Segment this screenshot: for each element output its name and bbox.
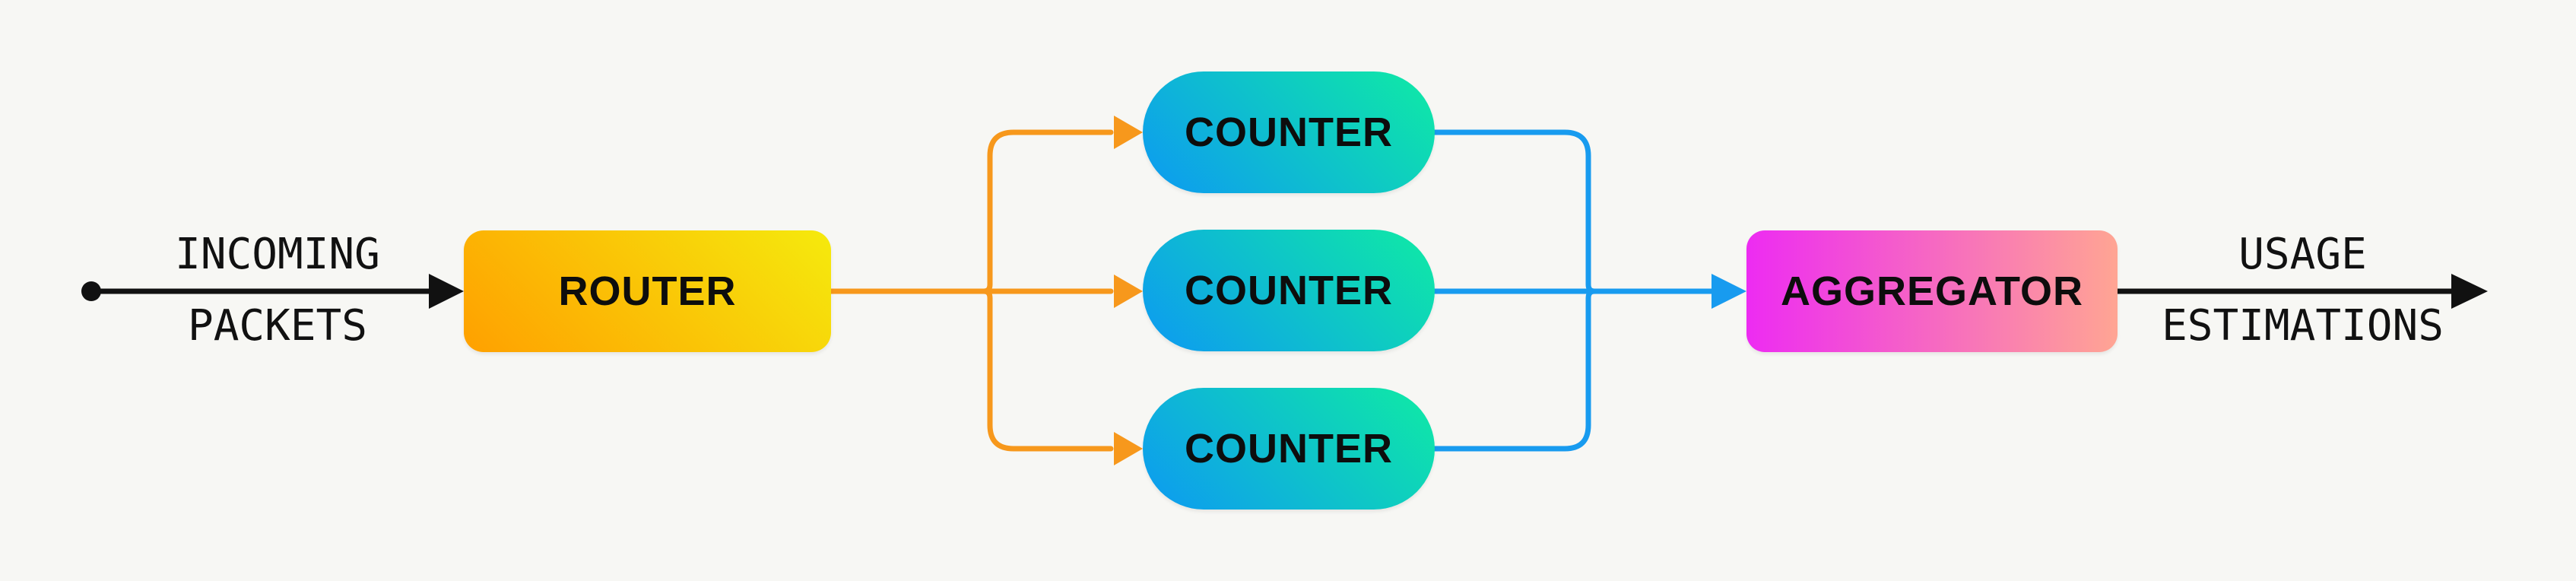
counter-node-top: COUNTER: [1143, 71, 1435, 193]
outgoing-arrowhead-icon: [2451, 274, 2488, 309]
aggregator-arrowhead-icon: [1712, 274, 1746, 309]
counter-bot-to-aggregator-line: [1432, 288, 1597, 452]
counter-mid-arrowhead-icon: [1114, 275, 1143, 308]
counter-bot-arrowhead-icon: [1114, 432, 1143, 465]
router-node-label: ROUTER: [558, 268, 737, 314]
incoming-packets-label-line2: PACKETS: [187, 301, 367, 351]
incoming-packets-label-line1: INCOMING: [175, 230, 380, 279]
counter-node-bottom: COUNTER: [1143, 388, 1435, 510]
incoming-arrowhead-icon: [429, 274, 464, 309]
counter-top-arrowhead-icon: [1114, 116, 1143, 149]
usage-estimations-label-line2: ESTIMATIONS: [2162, 301, 2444, 351]
aggregator-node: AGGREGATOR: [1746, 230, 2118, 352]
aggregator-node-label: AGGREGATOR: [1780, 268, 2084, 314]
router-to-counter-bot-line: [981, 288, 1114, 452]
router-to-counter-top-line: [828, 129, 1114, 294]
counter-top-to-aggregator-line: [1432, 129, 1597, 294]
counter-node-middle: COUNTER: [1143, 230, 1435, 351]
router-node: ROUTER: [464, 230, 831, 352]
usage-estimations-label-line1: USAGE: [2238, 230, 2367, 279]
counter-node-label: COUNTER: [1185, 426, 1393, 471]
counter-node-label: COUNTER: [1185, 110, 1393, 155]
counter-node-label: COUNTER: [1185, 268, 1393, 313]
